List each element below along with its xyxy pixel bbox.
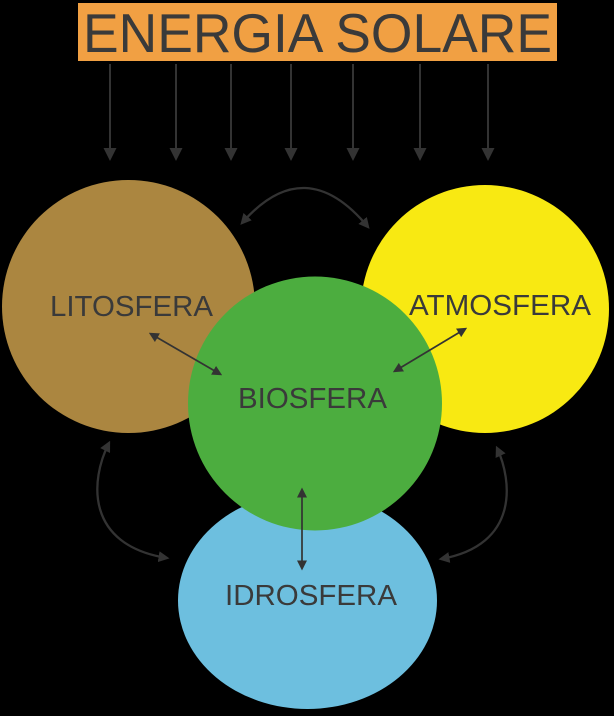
biosfera-circle — [188, 276, 442, 531]
litosfera-label: LITOSFERA — [50, 291, 214, 323]
energia-solare-banner — [78, 3, 557, 61]
idrosfera-circle — [178, 492, 437, 709]
biosfera-label: BIOSFERA — [238, 383, 388, 415]
arrow-litosfera-idrosfera — [96, 440, 170, 563]
atmosfera-label: ATMOSFERA — [409, 290, 592, 322]
arrow-atmosfera-idrosfera — [438, 445, 508, 563]
energia-solare-title: ENERGIA SOLARE — [83, 2, 552, 64]
solar-ray-arrows — [103, 64, 495, 161]
arrow-biosfera-atmosfera — [392, 327, 468, 373]
idrosfera-label: IDROSFERA — [225, 580, 398, 612]
arrow-litosfera-biosfera — [148, 332, 223, 376]
arrow-litosfera-atmosfera — [240, 186, 370, 229]
exchange-arrows — [96, 186, 508, 571]
